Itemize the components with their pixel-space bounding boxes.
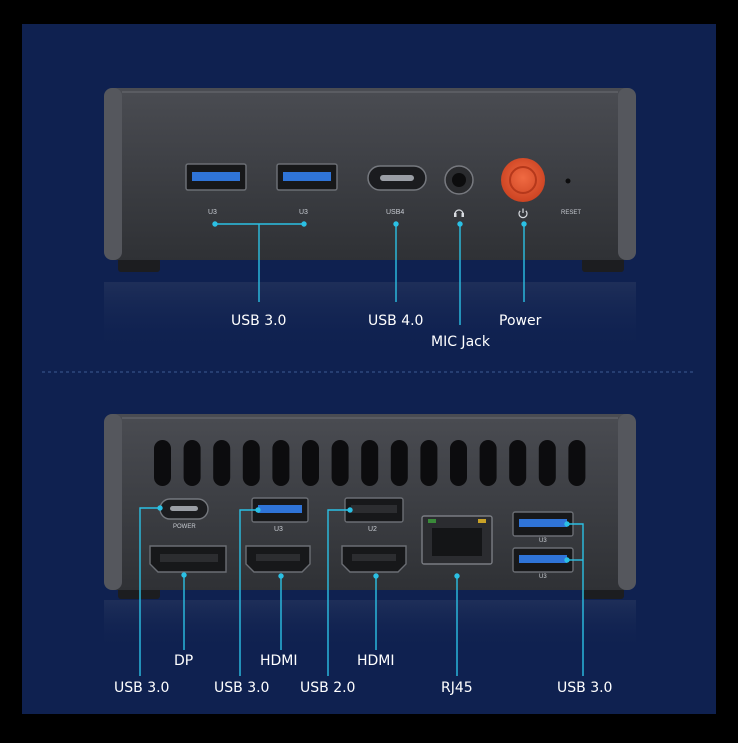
label-rear-hdmi-right: HDMI [357,653,395,669]
front-device [104,88,636,352]
label-rear-dp: DP [174,653,194,669]
label-rear-usb30-mid: USB 3.0 [214,680,270,696]
label-front-usb40: USB 4.0 [368,313,424,329]
rear-u3-right-top-marking: U3 [539,538,547,544]
vent-slot [213,440,231,486]
vent-slot [154,440,171,486]
label-rear-usb20: USB 2.0 [300,680,356,696]
label-front-usb30: USB 3.0 [231,313,287,329]
vent-slot [183,440,201,486]
vent-slot [420,440,438,486]
label-rear-hdmi-left: HDMI [260,653,298,669]
vent-slot [302,440,319,486]
vent-slot [242,440,260,486]
vent-slot [272,440,290,486]
vent-slot [331,440,349,486]
label-front-mic-jack: MIC Jack [431,334,490,350]
rear-u3-top-marking: U3 [274,526,283,533]
vent-slot [361,440,379,486]
rear-power-marking: POWER [173,524,196,530]
vent-slot [509,440,527,486]
power-icon [518,208,528,219]
vent-grille [154,440,586,486]
vent-slot [390,440,408,486]
rear-u3-right-bottom-marking: U3 [539,574,547,580]
label-rear-usb30-left: USB 3.0 [114,680,170,696]
rear-device [104,414,636,676]
rear-u2-marking: U2 [368,526,377,533]
vent-slot [568,440,586,486]
label-rear-rj45: RJ45 [441,680,473,696]
vent-slot [479,440,497,486]
headset-icon [454,209,464,217]
front-usb4-marking: USB4 [386,209,405,216]
front-u3-left-marking: U3 [208,209,217,216]
vent-slot [450,440,467,486]
front-u3-right-marking: U3 [299,209,308,216]
vent-slot [538,440,556,486]
label-front-power: Power [499,313,542,329]
front-reset-marking: RESET [561,210,582,216]
front-power-button [501,158,545,202]
label-rear-usb30-right: USB 3.0 [557,680,613,696]
front-reset-hole [565,178,571,184]
